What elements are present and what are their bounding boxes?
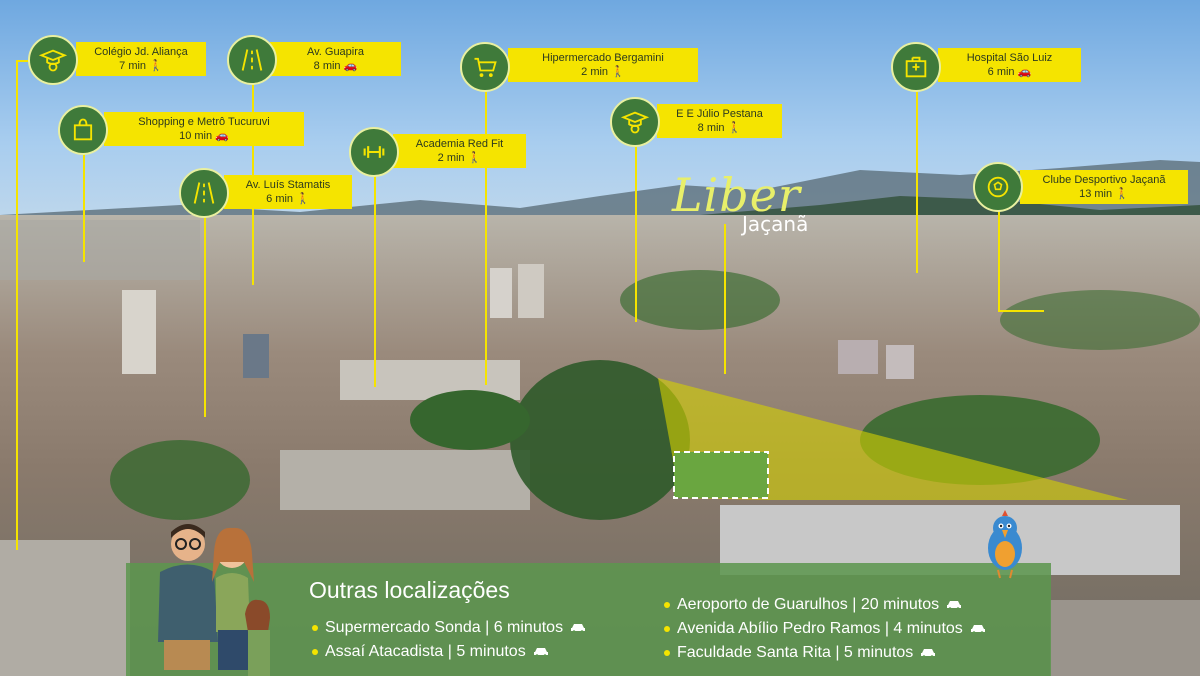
car-icon bbox=[571, 624, 586, 633]
marker-time: 8 min 🚗 bbox=[313, 60, 358, 72]
label-hospital: Hospital São Luiz 6 min 🚗 bbox=[938, 48, 1081, 82]
road-icon bbox=[193, 182, 215, 204]
marker-clube[interactable] bbox=[973, 162, 1023, 212]
bullet-icon bbox=[312, 649, 318, 655]
marker-time: 13 min 🚶 bbox=[1079, 188, 1129, 200]
list-item: Supermercado Sonda | 6 minutos bbox=[312, 619, 586, 637]
car-icon bbox=[533, 648, 548, 657]
stamatis-pointer-line bbox=[204, 212, 206, 417]
brand-logo: Liber Jaçanã bbox=[672, 172, 842, 242]
label-colegio: Colégio Jd. Aliança 7 min 🚶 bbox=[76, 42, 206, 76]
graduate-icon bbox=[621, 111, 649, 134]
colegio-pointer-stub bbox=[16, 60, 30, 62]
marker-time: 7 min 🚶 bbox=[119, 60, 163, 72]
road-icon bbox=[241, 49, 263, 71]
marker-colegio[interactable] bbox=[28, 35, 78, 85]
hipermercado-pointer-line bbox=[485, 85, 487, 385]
label-guapira: Av. Guapira 8 min 🚗 bbox=[270, 42, 401, 76]
label-julio: E E Júlio Pestana 8 min 🚶 bbox=[657, 104, 782, 138]
label-clube: Clube Desportivo Jaçanã 13 min 🚶 bbox=[1020, 170, 1188, 204]
bullet-icon bbox=[664, 650, 670, 656]
marker-time: 10 min 🚗 bbox=[179, 130, 229, 142]
list-item: Assaí Atacadista | 5 minutos bbox=[312, 643, 549, 661]
marker-name: E E Júlio Pestana bbox=[676, 108, 763, 120]
list-item: Faculdade Santa Rita | 5 minutos bbox=[664, 644, 936, 662]
marker-stamatis[interactable] bbox=[179, 168, 229, 218]
panel-title: Outras localizações bbox=[309, 577, 510, 603]
marker-time: 2 min 🚶 bbox=[581, 66, 625, 78]
marker-hipermercado[interactable] bbox=[460, 42, 510, 92]
label-hipermercado: Hipermercado Bergamini 2 min 🚶 bbox=[508, 48, 698, 82]
label-stamatis: Av. Luís Stamatis 6 min 🚶 bbox=[224, 175, 352, 209]
list-item: Avenida Abílio Pedro Ramos | 4 minutos bbox=[664, 620, 986, 638]
marker-name: Av. Luís Stamatis bbox=[245, 179, 331, 191]
brand-name: Liber bbox=[672, 168, 801, 222]
gym-icon bbox=[363, 146, 385, 158]
bullet-icon bbox=[664, 602, 670, 608]
label-shopping: Shopping e Metrô Tucuruvi 10 min 🚗 bbox=[104, 112, 304, 146]
car-icon bbox=[921, 649, 936, 658]
shopping-pointer-line bbox=[83, 150, 85, 262]
marker-name: Av. Guapira bbox=[306, 46, 365, 58]
bird-mascot bbox=[988, 510, 1022, 579]
soccer-ball-icon bbox=[987, 176, 1009, 198]
family-illustration bbox=[158, 524, 270, 676]
list-item: Aeroporto de Guarulhos | 20 minutos bbox=[664, 596, 962, 614]
marker-hospital[interactable] bbox=[891, 42, 941, 92]
marker-time: 2 min 🚶 bbox=[437, 152, 482, 164]
marker-julio[interactable] bbox=[610, 97, 660, 147]
car-icon bbox=[947, 601, 962, 610]
marker-time: 6 min 🚶 bbox=[266, 193, 310, 205]
location-text: Supermercado Sonda | 6 minutos bbox=[325, 619, 564, 636]
label-academia: Academia Red Fit 2 min 🚶 bbox=[393, 134, 526, 168]
other-locations-panel: Outras localizações Supermercado Sonda |… bbox=[126, 563, 1051, 676]
bullet-icon bbox=[312, 625, 318, 631]
location-text: Aeroporto de Guarulhos | 20 minutos bbox=[677, 596, 940, 613]
marker-name: Shopping e Metrô Tucuruvi bbox=[138, 116, 270, 128]
shopping-bag-icon bbox=[73, 118, 93, 141]
marker-shopping[interactable] bbox=[58, 105, 108, 155]
clube-pointer-line bbox=[998, 205, 1000, 310]
location-text: Assaí Atacadista | 5 minutos bbox=[325, 643, 526, 660]
marker-name: Clube Desportivo Jaçanã bbox=[1042, 174, 1166, 186]
bullet-icon bbox=[664, 626, 670, 632]
marker-time: 6 min 🚗 bbox=[987, 66, 1032, 78]
academia-pointer-line bbox=[374, 172, 376, 387]
colegio-pointer-line bbox=[16, 60, 18, 550]
marker-name: Colégio Jd. Aliança bbox=[94, 46, 188, 58]
julio-pointer-line bbox=[635, 140, 637, 322]
location-text: Avenida Abílio Pedro Ramos | 4 minutos bbox=[677, 620, 963, 637]
marker-time: 8 min 🚶 bbox=[697, 122, 742, 134]
clube-pointer-stub bbox=[998, 310, 1044, 312]
marker-name: Hospital São Luiz bbox=[966, 52, 1053, 64]
marker-guapira[interactable] bbox=[227, 35, 277, 85]
marker-academia[interactable] bbox=[349, 127, 399, 177]
marker-name: Hipermercado Bergamini bbox=[542, 52, 664, 64]
shopping-cart-icon bbox=[474, 57, 497, 78]
hospital-pointer-line bbox=[916, 85, 918, 273]
car-icon bbox=[970, 625, 985, 634]
brand-pointer-line bbox=[724, 224, 726, 374]
marker-name: Academia Red Fit bbox=[415, 138, 504, 150]
graduate-icon bbox=[39, 49, 67, 72]
location-text: Faculdade Santa Rita | 5 minutos bbox=[677, 644, 914, 661]
brand-subtitle: Jaçanã bbox=[742, 212, 809, 236]
hospital-icon bbox=[905, 56, 927, 78]
